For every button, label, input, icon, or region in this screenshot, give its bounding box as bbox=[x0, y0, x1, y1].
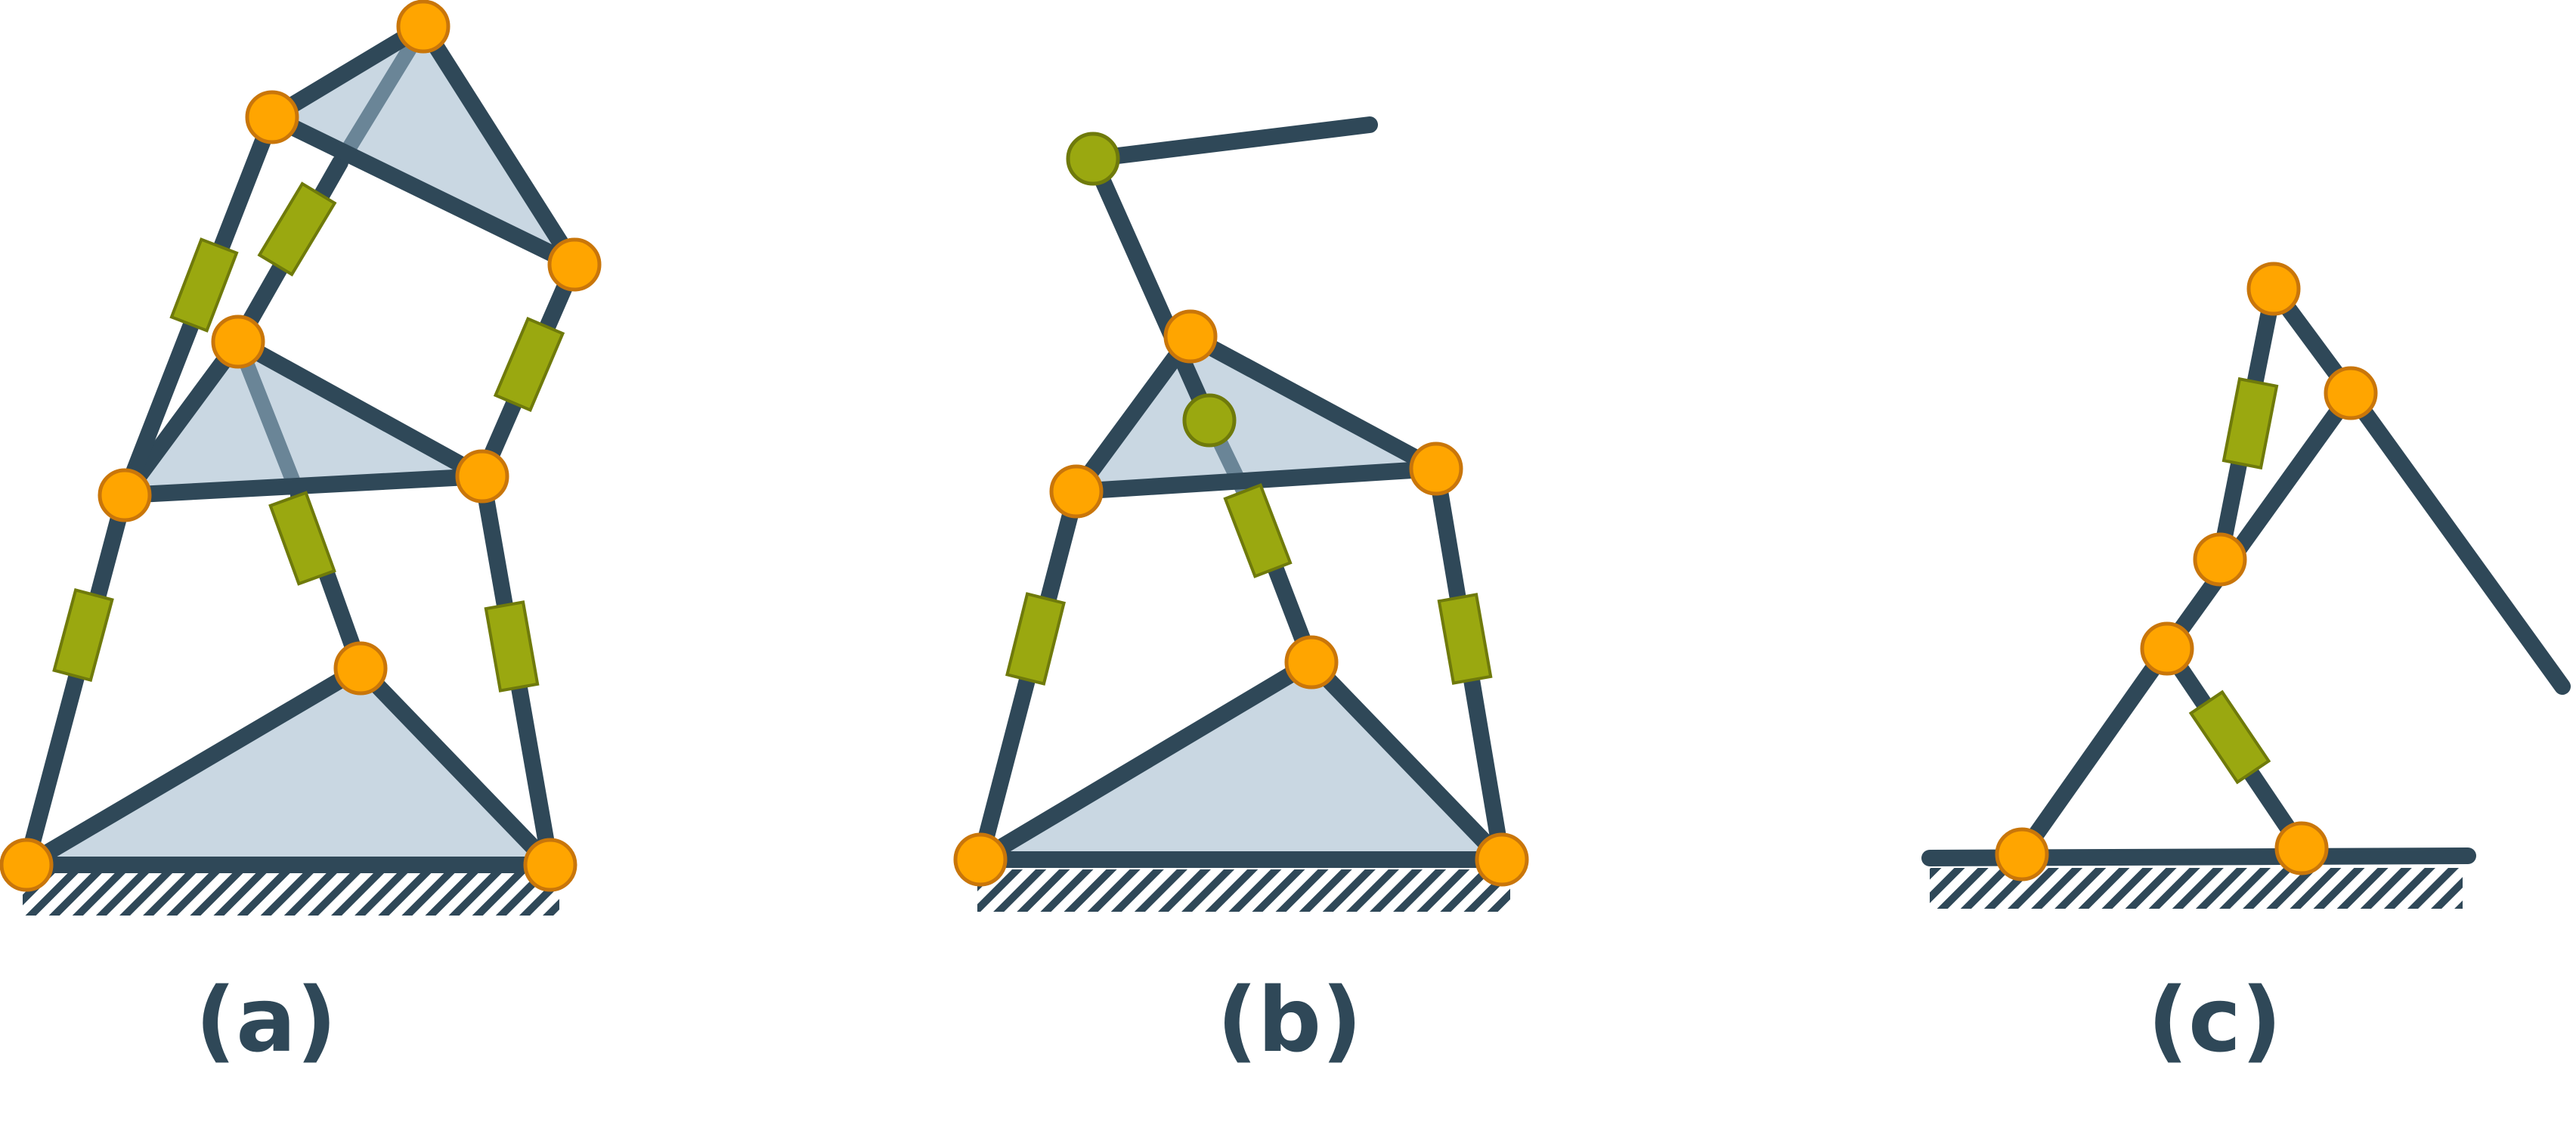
joint-b-green-2 bbox=[1066, 132, 1120, 186]
joint-a-7 bbox=[547, 237, 602, 292]
link-a-mid-base bbox=[116, 468, 491, 504]
link-b-arm-lower bbox=[1085, 150, 1218, 429]
actuator-a-4 bbox=[169, 237, 239, 333]
joint-a-4 bbox=[98, 468, 152, 522]
joint-a-9 bbox=[396, 0, 450, 54]
caption-b: (b) bbox=[1217, 968, 1362, 1072]
joint-c-3 bbox=[2140, 621, 2194, 676]
link-a-top-base bbox=[264, 109, 583, 273]
link-b-plate-right bbox=[1182, 328, 1444, 477]
actuator-a-3 bbox=[484, 600, 540, 693]
link-a-left-lower bbox=[18, 487, 133, 873]
link-a-back-mid bbox=[231, 334, 306, 503]
plate-a-top bbox=[272, 26, 574, 265]
joint-b-2 bbox=[1475, 832, 1529, 887]
joint-a-3 bbox=[333, 641, 388, 696]
actuator-a-6 bbox=[493, 316, 565, 413]
ground-hatch-b bbox=[977, 869, 1510, 912]
joint-c-4 bbox=[2193, 532, 2247, 587]
caption-c: (c) bbox=[2147, 968, 2282, 1072]
actuator-b-2 bbox=[1223, 483, 1293, 578]
joint-b-1 bbox=[953, 832, 1008, 887]
caption-a: (a) bbox=[195, 968, 337, 1072]
joint-a-1 bbox=[0, 838, 54, 892]
joint-c-1 bbox=[1995, 827, 2049, 882]
link-a-top-right bbox=[415, 18, 583, 273]
actuator-c-1 bbox=[2221, 376, 2279, 470]
link-b-plate-base bbox=[1068, 460, 1444, 500]
actuator-c-2 bbox=[2188, 689, 2271, 785]
joint-a-5 bbox=[455, 449, 509, 504]
link-b-arm-upper bbox=[1085, 116, 1378, 167]
joint-b-green-1 bbox=[1182, 393, 1237, 448]
joint-c-5 bbox=[2324, 366, 2378, 420]
panel-a: (a) bbox=[0, 0, 602, 1072]
joint-a-8 bbox=[245, 90, 299, 144]
link-c-upper-diag bbox=[2159, 385, 2359, 657]
panel-b: (b) bbox=[953, 116, 1529, 1072]
joint-b-6 bbox=[1163, 309, 1218, 364]
ground-hatch-a bbox=[23, 873, 559, 916]
link-b-bottom-left bbox=[972, 654, 1320, 868]
actuator-a-5 bbox=[257, 181, 337, 277]
panel-c: (c) bbox=[1921, 262, 2571, 1072]
link-a-top-left bbox=[264, 18, 432, 125]
link-a-bottom-left bbox=[18, 660, 369, 873]
link-a-mid-right bbox=[230, 333, 491, 485]
actuator-a-2 bbox=[268, 491, 336, 586]
joint-b-4 bbox=[1049, 464, 1104, 519]
link-b-plate-left bbox=[1068, 328, 1199, 500]
link-b-bottom-right bbox=[1303, 654, 1510, 868]
link-c-arm bbox=[2342, 385, 2571, 695]
plate-b-bottom bbox=[980, 662, 1502, 860]
joint-b-3 bbox=[1284, 635, 1339, 689]
plate-a-bottom bbox=[26, 668, 550, 865]
actuator-b-1 bbox=[1005, 592, 1066, 686]
link-c-left-lower bbox=[2014, 640, 2175, 863]
joint-c-2 bbox=[2274, 821, 2329, 875]
actuator-a-1 bbox=[52, 587, 114, 683]
joint-a-2 bbox=[523, 838, 577, 892]
link-a-bottom-right bbox=[352, 660, 559, 873]
actuator-b-3 bbox=[1437, 593, 1493, 685]
joint-a-6 bbox=[211, 315, 265, 369]
joint-c-6 bbox=[2246, 262, 2301, 316]
joint-b-5 bbox=[1409, 442, 1463, 496]
